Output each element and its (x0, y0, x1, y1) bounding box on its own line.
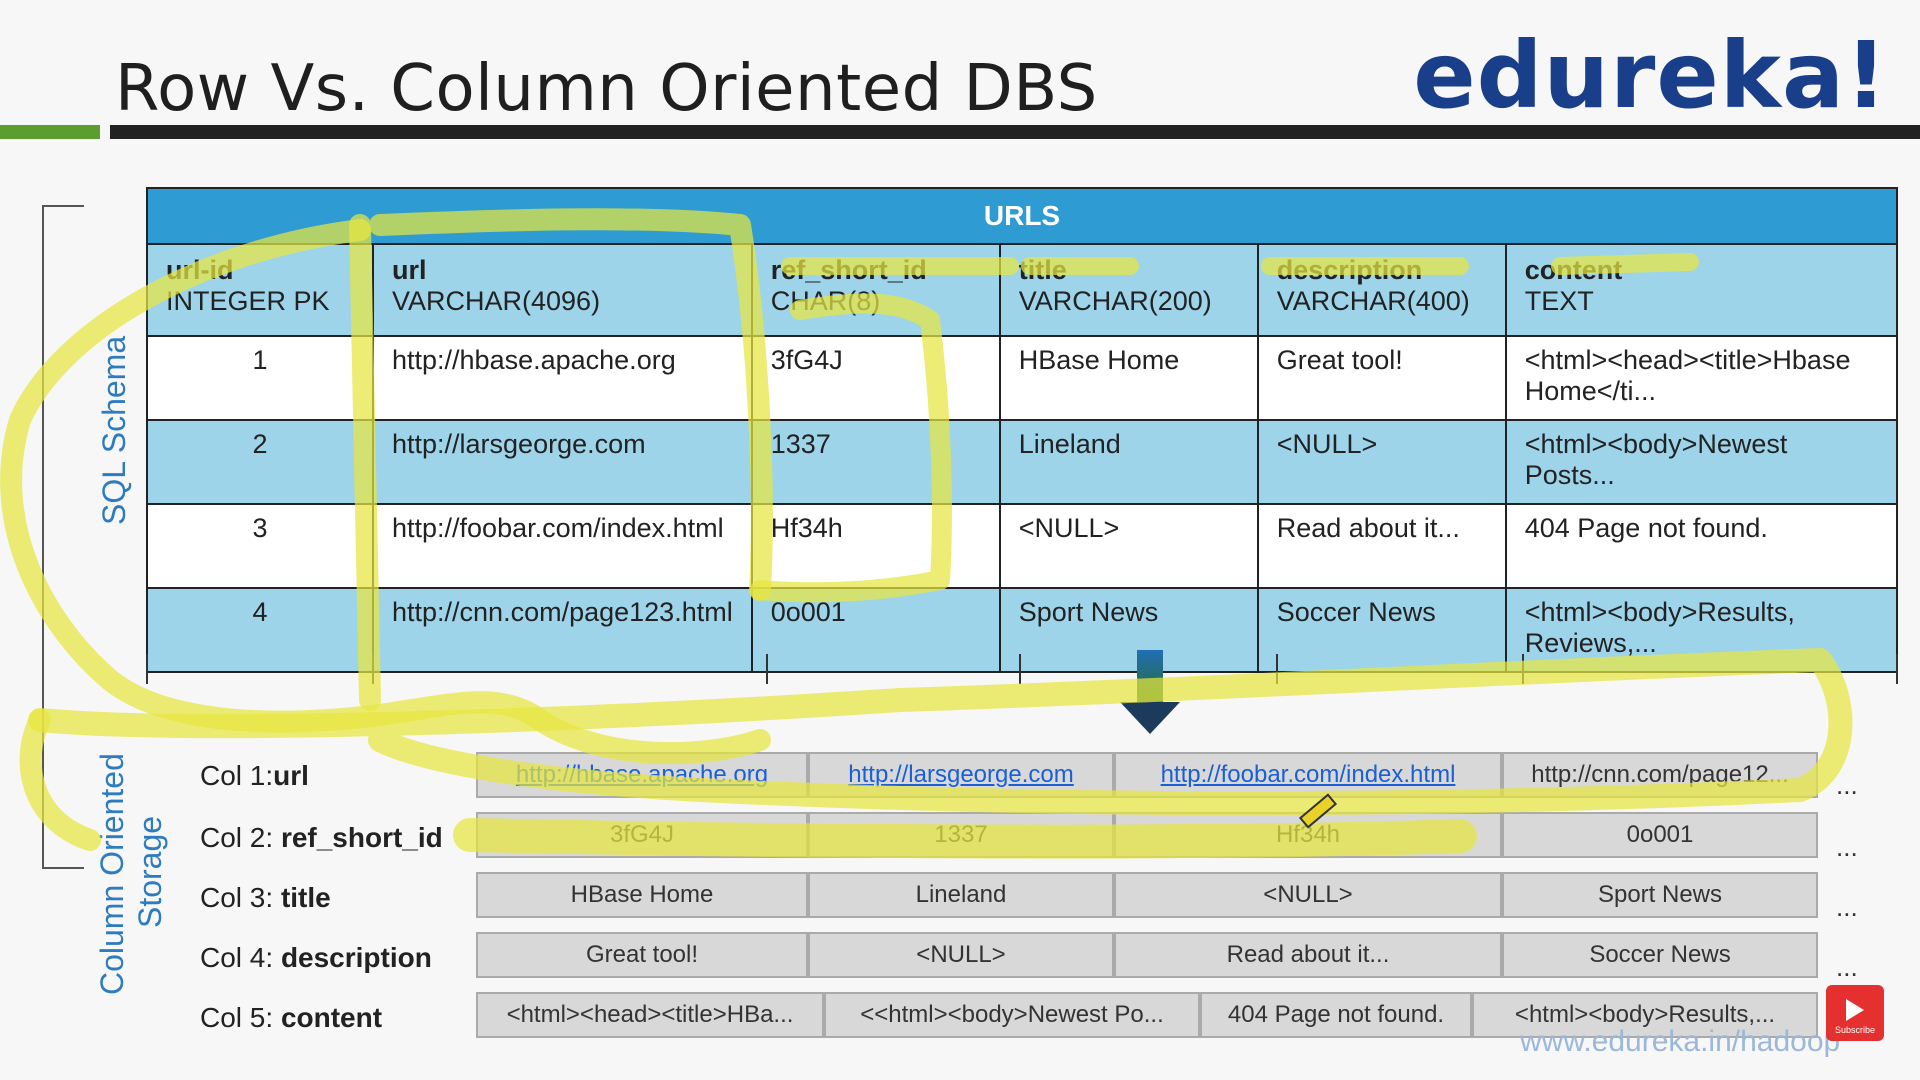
column-type: CHAR(8) (770, 286, 881, 316)
column-name: url (392, 255, 427, 285)
col-label-content: Col 5: content (200, 1002, 383, 1033)
col-value: 0o001 (1502, 812, 1818, 858)
subscribe-label: Subscribe (1834, 1025, 1876, 1035)
column-type: VARCHAR(400) (1276, 286, 1470, 316)
table-cell: Great tool! (1256, 335, 1507, 421)
table-cell: HBase Home (998, 335, 1259, 421)
column-name: ref_short_id (770, 255, 927, 285)
col-strip-ref-short-id: 3fG4J 1337 Hf34h 0o001 (476, 812, 1818, 858)
col-value: Great tool! (476, 932, 808, 978)
col-value: <NULL> (1114, 872, 1502, 918)
table-continuation-ticks (146, 654, 1898, 684)
col-label-description: Col 4: description (200, 942, 432, 973)
column-type: VARCHAR(4096) (392, 286, 601, 316)
col-label-url: Col 1:url (200, 760, 309, 791)
table-caption: URLS (146, 187, 1898, 245)
title-underline-bar (110, 125, 1920, 139)
col-strip-content: <html><head><title>HBa... <<html><body>N… (476, 992, 1818, 1038)
schema-bracket (42, 205, 84, 869)
more-indicator: ... (1836, 832, 1858, 862)
col-value: <<html><body>Newest Po... (824, 992, 1200, 1038)
col-value: Soccer News (1502, 932, 1818, 978)
col-value-link[interactable]: http://hbase.apache.org (476, 752, 808, 798)
table-cell: http://larsgeorge.com (372, 419, 753, 505)
column-storage-label-2: Storage (132, 815, 168, 928)
col-label-ref-short-id: Col 2: ref_short_id (200, 822, 443, 853)
col-value: <html><body>Results,... (1472, 992, 1818, 1038)
table-row: 2 http://larsgeorge.com 1337 Lineland <N… (146, 419, 1899, 505)
sql-schema-label: SQL Schema (96, 335, 132, 525)
edureka-logo: edureka! (1413, 22, 1888, 129)
down-arrow-icon (1137, 650, 1163, 704)
table-cell: <html><head><title>Hbase Home</ti... (1504, 335, 1899, 421)
table-cell: 1 (146, 335, 374, 421)
table-cell: http://hbase.apache.org (372, 335, 753, 421)
col-strip-url: http://hbase.apache.org http://larsgeorg… (476, 752, 1818, 798)
col-value: Lineland (808, 872, 1114, 918)
col-value: 3fG4J (476, 812, 808, 858)
table-cell: 2 (146, 419, 374, 505)
column-storage-label-1: Column Oriented (94, 753, 130, 995)
col-value: Sport News (1502, 872, 1818, 918)
watermark-url: www.edureka.in/hadoop (1520, 1025, 1841, 1058)
column-type: INTEGER PK (166, 286, 330, 316)
col-value-link[interactable]: http://foobar.com/index.html (1114, 752, 1502, 798)
table-row: 1 http://hbase.apache.org 3fG4J HBase Ho… (146, 335, 1899, 421)
table-cell: 404 Page not found. (1504, 503, 1899, 589)
table-cell: 3 (146, 503, 374, 589)
col-value: http://cnn.com/page12... (1502, 752, 1818, 798)
col-label-title: Col 3: title (200, 882, 331, 913)
col-value: Hf34h (1114, 812, 1502, 858)
col-strip-description: Great tool! <NULL> Read about it... Socc… (476, 932, 1818, 978)
col-value: 1337 (808, 812, 1114, 858)
down-arrow-head-icon (1120, 702, 1180, 734)
table-cell: <NULL> (1256, 419, 1507, 505)
table-row: 3 http://foobar.com/index.html Hf34h <NU… (146, 503, 1899, 589)
col-value-link[interactable]: http://larsgeorge.com (808, 752, 1114, 798)
table-cell: Lineland (998, 419, 1259, 505)
subscribe-button[interactable]: Subscribe (1826, 985, 1884, 1041)
col-strip-title: HBase Home Lineland <NULL> Sport News (476, 872, 1818, 918)
col-value: <html><head><title>HBa... (476, 992, 824, 1038)
column-type: VARCHAR(200) (1018, 286, 1212, 316)
col-value: <NULL> (808, 932, 1114, 978)
table-cell: http://foobar.com/index.html (372, 503, 753, 589)
more-indicator: ... (1836, 952, 1858, 982)
slide-title: Row Vs. Column Oriented DBS (115, 52, 1098, 126)
table-cell: <NULL> (998, 503, 1259, 589)
col-value: 404 Page not found. (1200, 992, 1472, 1038)
more-indicator: ... (1836, 892, 1858, 922)
col-value: Read about it... (1114, 932, 1502, 978)
column-name: url-id (166, 255, 234, 285)
table-cell: 3fG4J (750, 335, 1001, 421)
play-icon (1846, 999, 1864, 1021)
table-cell: 1337 (750, 419, 1001, 505)
col-value: HBase Home (476, 872, 808, 918)
column-name: content (1524, 255, 1623, 285)
title-accent-bar (0, 125, 100, 139)
column-name: description (1276, 255, 1423, 285)
table-cell: Read about it... (1256, 503, 1507, 589)
column-type: TEXT (1524, 286, 1594, 316)
column-name: title (1018, 255, 1067, 285)
more-indicator: ... (1836, 770, 1858, 800)
table-cell: <html><body>Newest Posts... (1504, 419, 1899, 505)
table-cell: Hf34h (750, 503, 1001, 589)
